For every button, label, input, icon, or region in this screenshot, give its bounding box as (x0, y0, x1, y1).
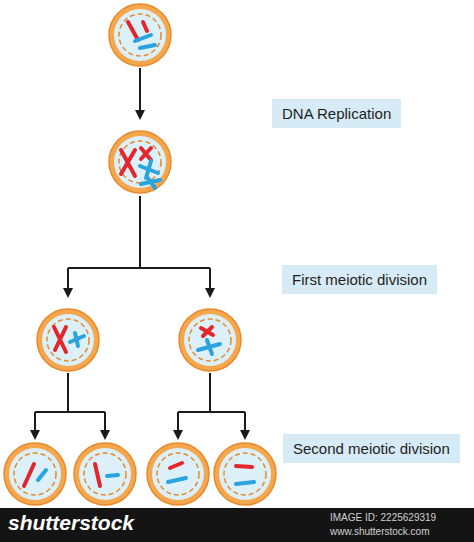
watermark-logo: shutterstock (8, 511, 134, 535)
image-id: IMAGE ID: 2225629319 (330, 512, 436, 523)
watermark-url: www.shutterstock.com (330, 526, 429, 537)
label-box: First meiotic division (282, 265, 437, 294)
stage-label: First meiotic division (292, 271, 427, 288)
stage-label: Second meiotic division (293, 440, 450, 457)
stage-label: DNA Replication (282, 105, 391, 122)
label-box: DNA Replication (272, 99, 401, 128)
label-box: Second meiotic division (283, 434, 460, 463)
